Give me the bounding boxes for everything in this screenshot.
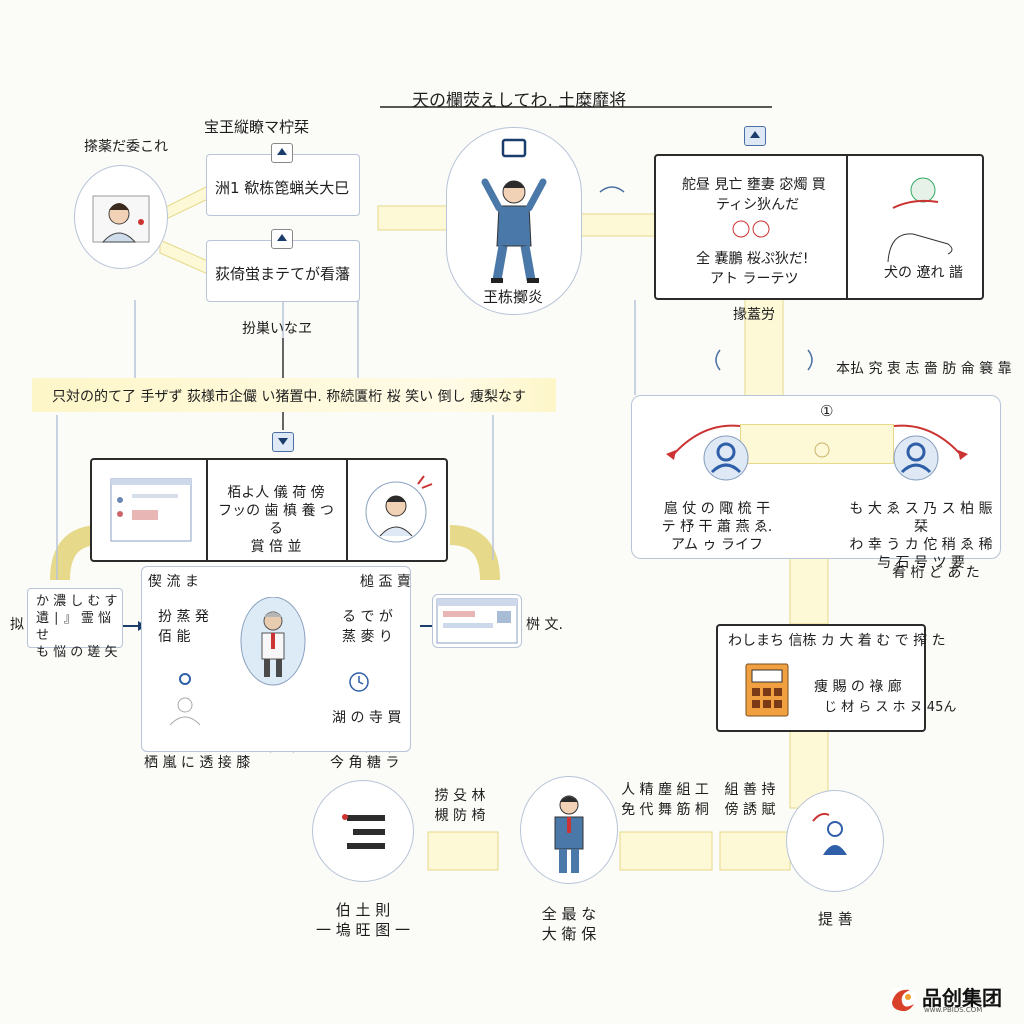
presenter-icon bbox=[481, 138, 547, 283]
bottom-label-2: 人 精 塵 組 工 免 代 舞 筋 桐 bbox=[621, 782, 709, 818]
browser-icon bbox=[436, 598, 518, 644]
house-icon bbox=[271, 229, 293, 249]
bottom-label-1: 捞 殳 林 槻 防 椅 bbox=[434, 788, 486, 824]
browser-window-thumb bbox=[432, 594, 522, 648]
right-section-right-text: も 大 ゑ ス 乃 ス 柏 賑 栞 わ 幸 う カ 佗 稍 ゑ 稀 与 石 号 … bbox=[849, 501, 993, 571]
top-left-below-label: 扮巣いなヱ bbox=[242, 321, 312, 337]
document-screen-icon bbox=[110, 478, 192, 542]
diagram-title: 天の欄荧えしてわ. 土糜靡将 bbox=[412, 91, 627, 111]
left-caption: 栖 嵐 に 透 接 膝 bbox=[144, 755, 251, 771]
bottom-left-circle bbox=[312, 780, 414, 882]
right-section-below-label: 肴 桁 ど あ た bbox=[892, 565, 980, 581]
meditation-icon bbox=[169, 673, 201, 726]
left-center-panel: 偰 流 ま 槌 盃 賣 扮 蒸 発 佰 能 る で が 蒸 麥 り 湖 の 寺 … bbox=[141, 566, 411, 752]
bottom-label-3: 組 善 持 傍 誘 賦 bbox=[724, 782, 776, 818]
bottom-right-circle bbox=[786, 790, 884, 892]
right-section-panel: ① 扈 仗 の 陬 梳 干 テ 杼 干 蕭 燕 ゑ. アム ゥ ライフ も 大 … bbox=[631, 395, 1001, 571]
top-left-header: 宝玊縦瞭マ柠栞 bbox=[204, 118, 310, 136]
bottom-left-caption: 伯 土 則 一 塢 旺 图 一 bbox=[315, 901, 411, 939]
hand-icon bbox=[887, 177, 953, 262]
clock-icon bbox=[349, 672, 369, 692]
center-figure-caption: 玊栋擲炎 bbox=[483, 288, 544, 306]
elder-person-icon bbox=[240, 597, 306, 686]
barbell-icon bbox=[342, 814, 385, 849]
mid-panel: 栢よ人 儀 荷 傍 フッの 歯 槙 養 つる 賞 倍 並 bbox=[90, 458, 448, 562]
speaker-person-icon bbox=[365, 475, 433, 543]
top-left-caption: 搽薬だ委これ bbox=[84, 139, 168, 155]
bottom-right-caption: 提 善 bbox=[818, 910, 853, 928]
left-text-box: か 濃 し む す 遺 ∣ 』 霊 悩 せ も 悩 の 瑳 矢 bbox=[27, 588, 123, 660]
right-section-left-text: 扈 仗 の 陬 梳 干 テ 杼 干 蕭 燕 ゑ. アム ゥ ライフ bbox=[661, 501, 773, 553]
right-section-header: 本払 究 衷 志 嗇 肪 侖 簔 靠 bbox=[836, 361, 1012, 377]
left-side-label: 拟 bbox=[10, 617, 24, 633]
logo-swirl-icon bbox=[890, 986, 916, 1012]
group-sketch-icon bbox=[732, 220, 770, 238]
step-number: ① bbox=[820, 402, 834, 420]
house-icon bbox=[271, 143, 293, 163]
right-panel-below-label: 掾蓋労 bbox=[733, 307, 775, 323]
expand-down-button[interactable] bbox=[272, 432, 294, 452]
bottom-middle-circle bbox=[520, 776, 618, 884]
exchange-arrows-icon bbox=[666, 424, 968, 481]
bottom-middle-caption: 全 最 な 大 衛 保 bbox=[541, 905, 597, 943]
businessman-icon bbox=[554, 795, 584, 873]
highlight-banner: 只対の的て了 手ザず 荻様市企儼 い猪置中. 称続匱桁 桜 笑い 倒し 痩梨なす bbox=[32, 378, 556, 412]
collapse-up-button[interactable] bbox=[744, 126, 766, 146]
person-avatar-circle bbox=[74, 165, 168, 269]
browser-side-label: 桝 文. bbox=[526, 617, 563, 633]
top-right-panel: 舵昼 見亡 壅妻 宓燭 買 ティシ狄んだ 全 嚢鵬 桜ぷ狄だ! アト ラーテツ … bbox=[654, 154, 984, 300]
bottom-right-panel: わしまち 信栋 カ 大 着 む で 搾 た 痩 賜 の 祿 廊 じ 材 ら ス … bbox=[716, 624, 956, 732]
person-icon bbox=[92, 195, 150, 243]
mid-panel-text: 栢よ人 儀 荷 傍 フッの 歯 槙 養 つる 賞 倍 並 bbox=[218, 485, 334, 555]
center-figure-circle: 玊栋擲炎 bbox=[446, 127, 582, 315]
right-caption: 今 角 糖 ラ bbox=[330, 755, 400, 771]
top-left-box-1: 洲1 欷栋箆蝋关大巳 bbox=[206, 143, 360, 216]
meditation-figure-icon bbox=[812, 812, 847, 855]
calculator-icon bbox=[745, 663, 789, 717]
brand-logo: 品创集团 www.PBIDS.COM bbox=[888, 980, 1018, 1020]
top-left-box-2: 荻倚蛍まテてが看藩 bbox=[206, 229, 360, 302]
